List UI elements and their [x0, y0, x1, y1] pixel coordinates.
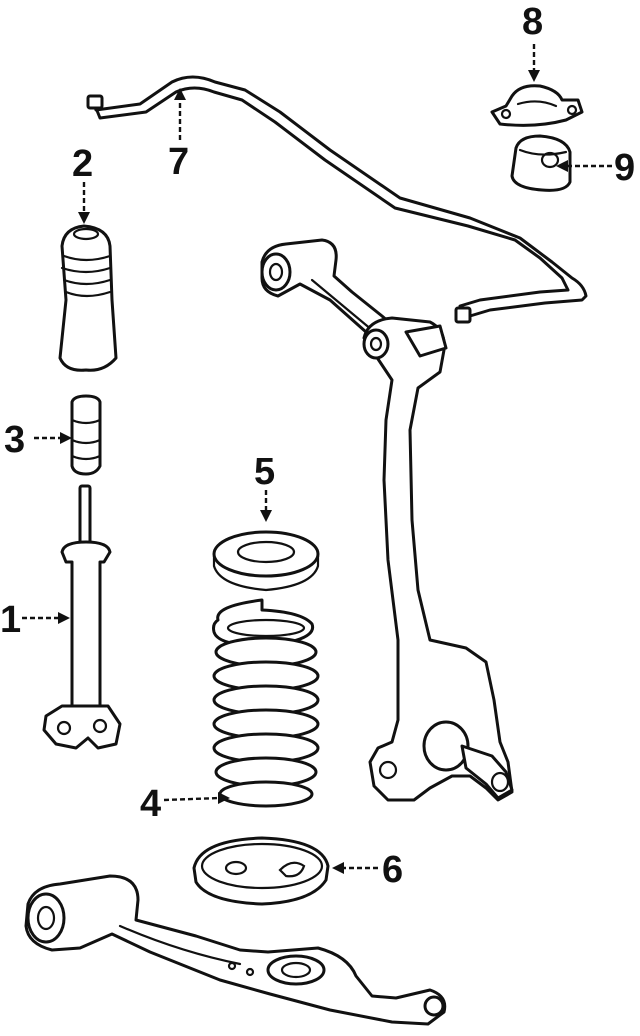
leader-1 — [22, 612, 70, 624]
bump-stop — [70, 394, 102, 476]
callout-4: 4 — [140, 783, 161, 825]
leader-2 — [78, 182, 90, 224]
stabilizer-bar — [86, 75, 588, 324]
callout-8: 8 — [522, 1, 543, 43]
steering-knuckle — [362, 316, 514, 802]
spring-insulator — [212, 530, 320, 592]
leader-7 — [174, 88, 186, 140]
leader-8 — [528, 44, 540, 82]
shock-absorber — [42, 484, 122, 750]
leader-5 — [260, 490, 272, 522]
callout-5: 5 — [254, 451, 275, 493]
leader-6 — [332, 862, 378, 874]
callout-numbers: 1 2 3 4 5 6 7 8 9 — [0, 1, 635, 891]
leader-lines — [22, 44, 612, 874]
callout-9: 9 — [614, 147, 635, 189]
callout-6: 6 — [382, 849, 403, 891]
lower-control-arm — [24, 874, 447, 1026]
callout-2: 2 — [72, 143, 93, 185]
callout-3: 3 — [4, 419, 25, 461]
dust-boot — [58, 224, 118, 372]
callout-1: 1 — [0, 599, 21, 641]
leader-4 — [163, 792, 230, 804]
stabilizer-bushing — [510, 134, 572, 192]
callout-7: 7 — [168, 141, 189, 183]
leader-3 — [34, 432, 72, 444]
stabilizer-bracket — [490, 84, 584, 127]
spring-seat — [192, 836, 330, 906]
upper-control-arm — [260, 238, 398, 342]
leader-9 — [556, 160, 612, 172]
coil-spring — [212, 598, 320, 808]
